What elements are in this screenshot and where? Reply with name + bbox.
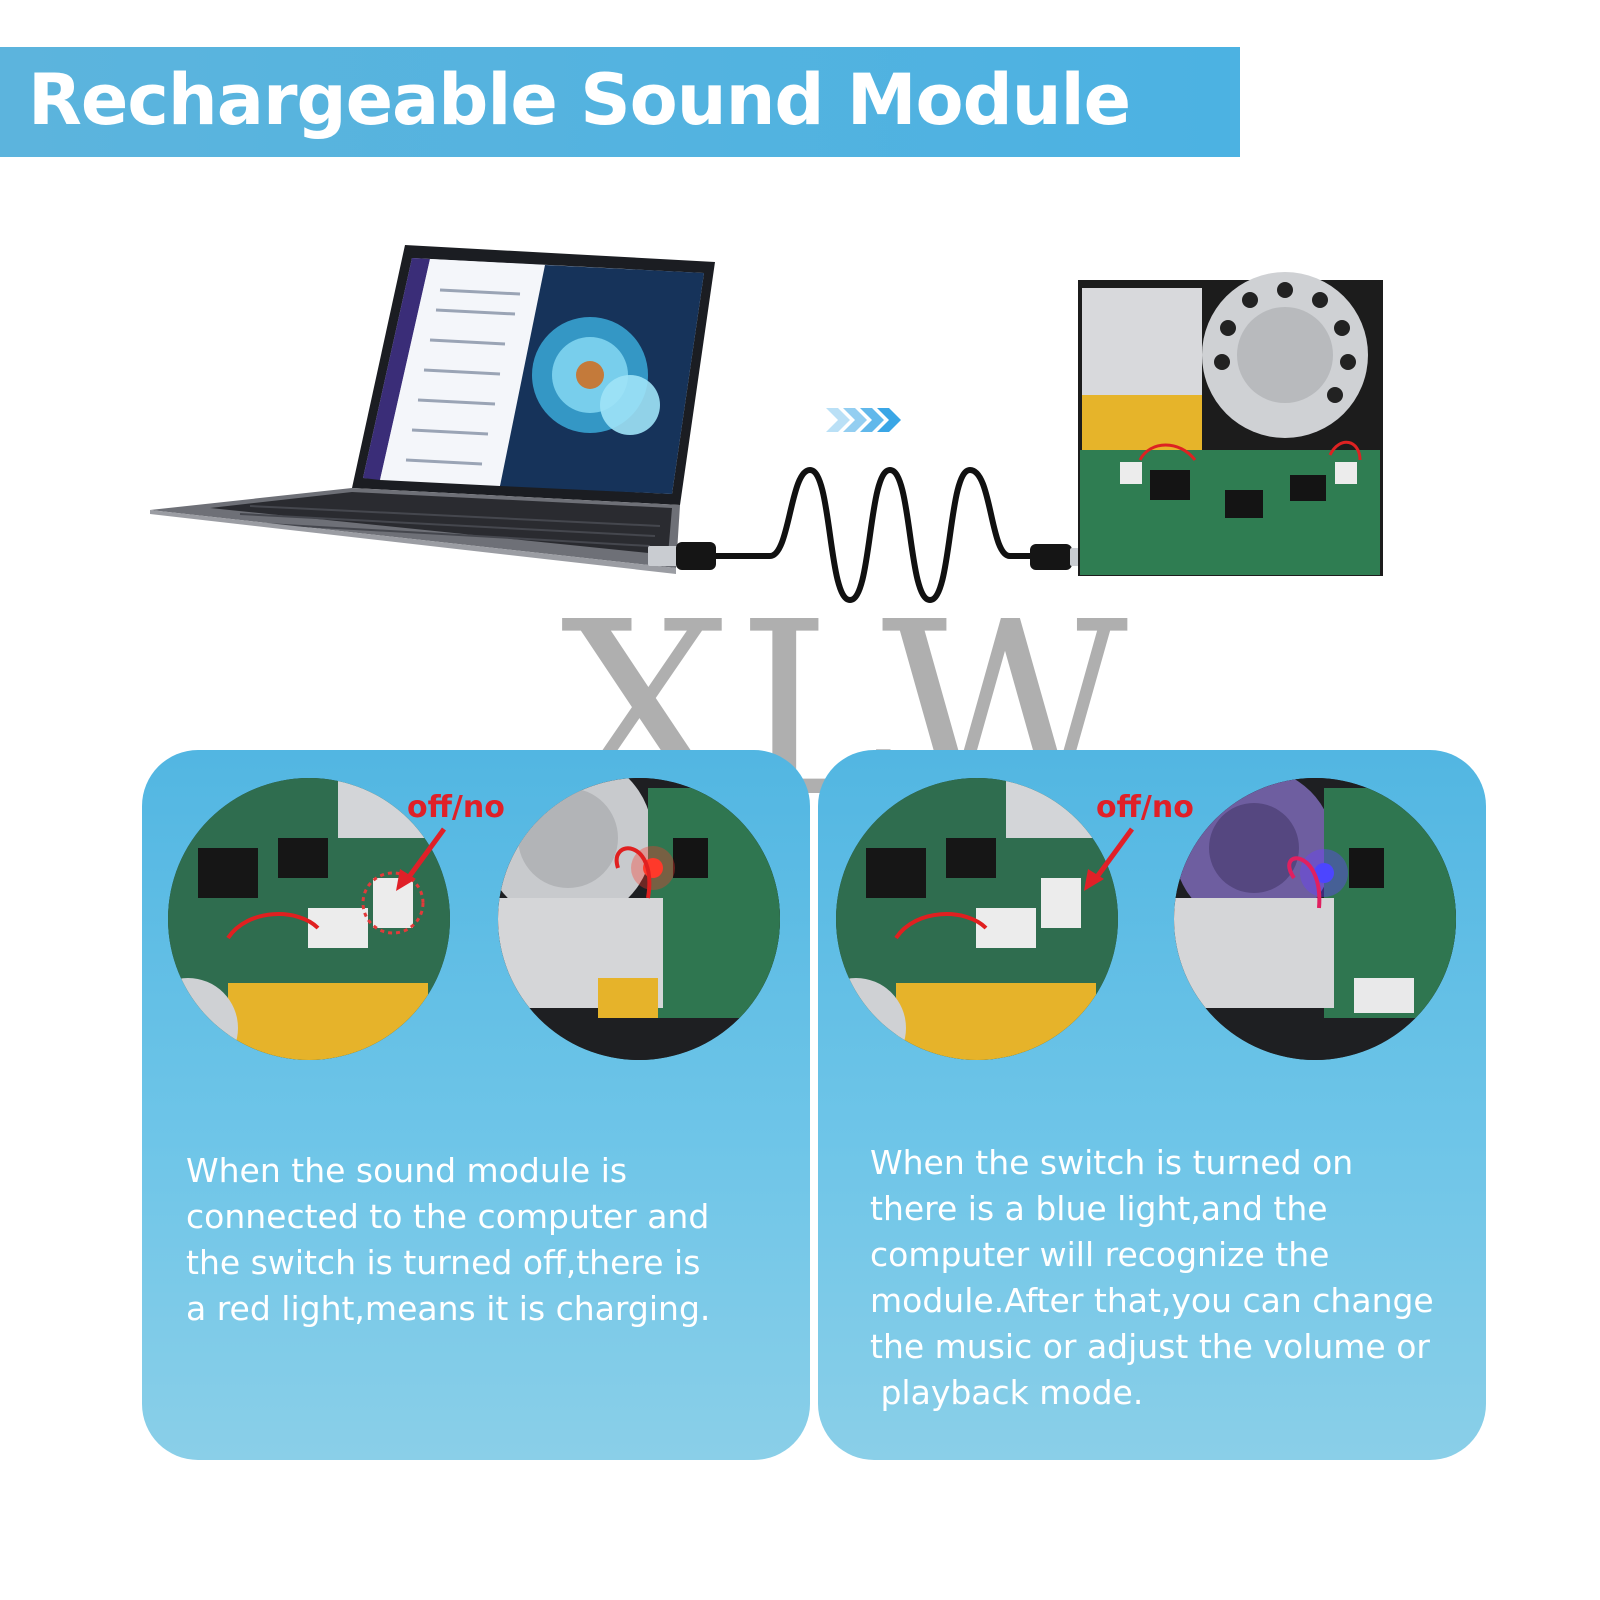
circuit-board-icon — [1080, 441, 1380, 575]
arrow-chevrons-icon — [826, 408, 901, 432]
photo-blue-led — [1174, 778, 1456, 1060]
connection-illustration — [150, 245, 1383, 603]
info-panel-charging: off/no When the sound module is connecte… — [142, 750, 810, 1460]
description-charging: When the sound module is connected to th… — [186, 1151, 711, 1328]
description-switch-on: When the switch is turned on there is a … — [870, 1143, 1434, 1412]
switch-callout-label: off/no — [1096, 790, 1194, 825]
photo-board-switch-on — [836, 778, 1118, 1060]
battery-icon — [1082, 288, 1202, 453]
laptop-icon — [150, 245, 715, 574]
sound-module-icon — [1078, 272, 1383, 576]
photo-red-led — [498, 778, 780, 1060]
info-panel-switch-on: off/no When the switch is turned on ther… — [818, 750, 1486, 1460]
page-title: Rechargeable Sound Module — [28, 59, 1131, 141]
callout-arrow-icon — [396, 827, 447, 891]
led-indicator — [1314, 863, 1334, 883]
speaker-icon — [1202, 272, 1368, 438]
title-banner: Rechargeable Sound Module — [0, 47, 1240, 157]
callout-arrow-icon — [1084, 827, 1135, 891]
switch-callout-label: off/no — [407, 790, 505, 825]
